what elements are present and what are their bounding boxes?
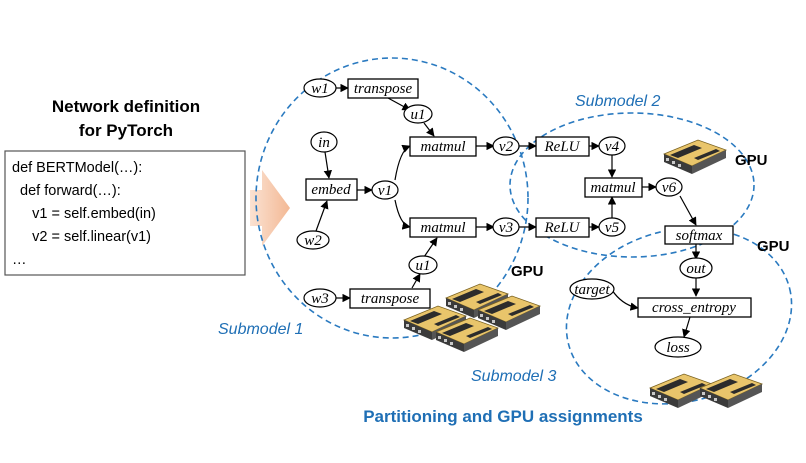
- val-loss: [654, 336, 702, 358]
- val-v6: [655, 177, 683, 197]
- val-u1-top: [403, 104, 433, 124]
- edge-transpose-u1-bottom: [411, 273, 421, 289]
- edge-v6-softmax: [679, 195, 697, 226]
- val-w1: [303, 78, 337, 98]
- submodel2-boundary: [509, 112, 755, 258]
- val-out: [679, 257, 713, 279]
- caption: Partitioning and GPU assignments: [363, 407, 643, 426]
- val-v5-label: v5: [605, 220, 620, 236]
- edge-v1-matmul-top: [394, 144, 411, 181]
- val-v3: [492, 217, 520, 237]
- edge-u1-matmul-top: [423, 122, 435, 137]
- val-u1-top-label: u1: [411, 107, 426, 123]
- val-v4: [598, 136, 626, 156]
- op-transpose-bottom: [349, 288, 431, 309]
- val-u1-bottom-label: u1: [416, 258, 431, 274]
- val-v6-label: v6: [662, 180, 677, 196]
- network-definition-title-line2: for PyTorch: [79, 121, 173, 140]
- val-v3-label: v3: [499, 220, 513, 236]
- val-loss-label: loss: [666, 340, 690, 356]
- op-softmax-label: softmax: [676, 228, 723, 244]
- op-transpose-top: [347, 78, 419, 99]
- op-matmul-top-label: matmul: [421, 139, 466, 155]
- gpu-group-3: [649, 373, 763, 409]
- edge-in-embed: [323, 151, 333, 179]
- edge-w2-embed: [315, 200, 329, 232]
- val-v5: [598, 217, 626, 237]
- op-matmul-mid: [584, 177, 643, 198]
- op-embed-label: embed: [311, 182, 351, 198]
- edge-transpose-u1: [387, 97, 411, 111]
- code-line-4: v2 = self.linear(v1): [12, 229, 151, 245]
- code-box: [4, 150, 246, 276]
- network-definition-title-line1: Network definition: [52, 97, 200, 116]
- val-w1-label: w1: [311, 81, 329, 97]
- val-w2-label: w2: [304, 233, 322, 249]
- val-w2: [296, 230, 330, 250]
- gpu-icon: [663, 139, 727, 175]
- val-u1-bottom: [408, 255, 438, 275]
- gpu-label-2: GPU: [735, 152, 768, 169]
- val-v1: [371, 180, 399, 200]
- gpu-label-1: GPU: [511, 263, 544, 280]
- edge-u1-matmul-bottom: [423, 237, 438, 258]
- val-w3: [303, 288, 337, 308]
- op-relu-top: [535, 136, 590, 157]
- op-matmul-bottom-label: matmul: [421, 220, 466, 236]
- op-cross-entropy-label: cross_entropy: [652, 300, 736, 316]
- submodel2-label: Submodel 2: [575, 93, 660, 110]
- op-relu-bottom-label: ReLU: [544, 220, 581, 236]
- op-matmul-mid-label: matmul: [591, 180, 636, 196]
- val-v4-label: v4: [605, 139, 620, 155]
- op-softmax: [664, 225, 734, 245]
- submodel1-boundary: [255, 57, 529, 339]
- edge-v1-matmul-bottom: [394, 199, 411, 230]
- op-matmul-top: [409, 136, 477, 157]
- val-target-label: target: [574, 282, 610, 298]
- op-relu-top-label: ReLU: [544, 139, 581, 155]
- op-embed: [305, 178, 358, 201]
- code-line-3: v1 = self.embed(in): [12, 206, 156, 222]
- val-target: [569, 278, 615, 300]
- val-v1-label: v1: [378, 183, 392, 199]
- val-in-label: in: [318, 135, 330, 151]
- submodel3-boundary: [565, 227, 793, 405]
- val-w3-label: w3: [311, 291, 329, 307]
- graph-edges: [315, 83, 701, 338]
- op-cross-entropy: [637, 297, 752, 318]
- edge-target-cross-entropy: [611, 289, 639, 311]
- op-relu-bottom: [535, 217, 590, 238]
- code-line-2: def forward(…):: [12, 183, 121, 199]
- gpu-icon: [699, 373, 763, 409]
- transform-arrow-icon: [250, 170, 290, 246]
- op-matmul-bottom: [409, 217, 477, 238]
- val-v2-label: v2: [499, 139, 514, 155]
- code-line-1: def BERTModel(…):: [12, 160, 142, 176]
- submodel1-label: Submodel 1: [218, 321, 303, 338]
- edge-cross-entropy-loss: [682, 316, 691, 338]
- val-out-label: out: [686, 261, 706, 277]
- op-transpose-bottom-label: transpose: [361, 291, 420, 307]
- submodel3-label: Submodel 3: [471, 368, 556, 385]
- code-line-5: …: [12, 252, 27, 268]
- val-in: [310, 131, 338, 153]
- gpu-label-3: GPU: [757, 238, 790, 255]
- op-transpose-top-label: transpose: [354, 81, 413, 97]
- val-v2: [492, 136, 520, 156]
